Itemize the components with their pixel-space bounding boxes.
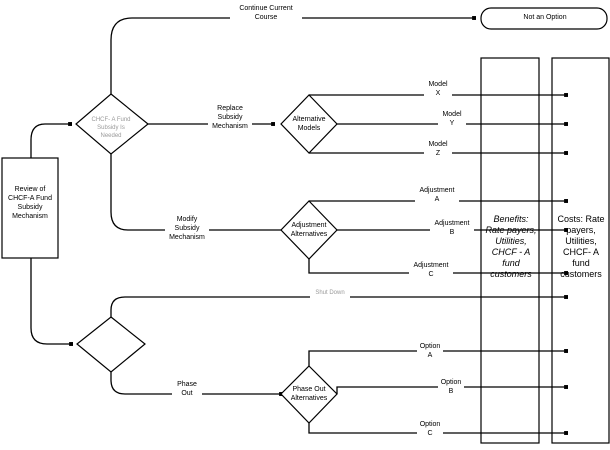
connector-option-a [308, 349, 568, 366]
alt-models-label: Alternative Models [292, 116, 326, 132]
connector-modify [110, 154, 300, 232]
model-y-label: Model Y [438, 110, 466, 128]
benefits-label: Benefits: Rate payers, Utilities, CHCF -… [485, 214, 537, 279]
phaseout-label: Phase Out [172, 380, 202, 398]
model-x-label: Model X [424, 80, 452, 98]
connector-start-notneeded [30, 258, 73, 346]
not-option-terminal [480, 7, 608, 30]
connector-continue [110, 16, 476, 94]
adjust-c-label: Adjustment C [409, 261, 453, 279]
decision-needed-label: CHCF- A Fund Subsidy Is Needed [91, 117, 131, 139]
connector-option-b [336, 385, 568, 394]
adjust-b-label: Adjustment B [430, 219, 474, 237]
replace-label: Replace Subsidy Mechanism [208, 104, 252, 131]
decision-notneeded-diamond [76, 316, 146, 373]
continue-label: Continue Current Course [230, 4, 302, 22]
modify-label: Modify Subsidy Mechanism [165, 215, 209, 242]
connector-adjust-c [308, 259, 568, 275]
connector-option-c [308, 423, 568, 435]
benefits-box [480, 57, 540, 444]
shutdown-label: Shut Down [310, 289, 350, 298]
not-option-label: Not an Option [523, 14, 567, 21]
costs-label: Costs: Rate payers, Utilities, CHCF- A f… [557, 214, 605, 279]
connector-start-needed [30, 122, 72, 158]
connector-shutdown [110, 295, 568, 317]
adjustment-label: Adjustment Alternatives [290, 222, 328, 238]
connector-phaseout [110, 372, 283, 396]
costs-box [551, 57, 610, 444]
adjust-a-label: Adjustment A [415, 186, 459, 204]
option-a-label: Option A [417, 342, 443, 360]
start-box-label: Review of CHCF-A Fund Subsidy Mechanism [8, 186, 52, 220]
model-z-label: Model Z [424, 140, 452, 158]
option-b-label: Option B [438, 378, 464, 396]
phaseout-alt-label: Phase Out Alternatives [290, 386, 328, 402]
option-c-label: Option C [417, 420, 443, 438]
start-box [1, 157, 59, 259]
